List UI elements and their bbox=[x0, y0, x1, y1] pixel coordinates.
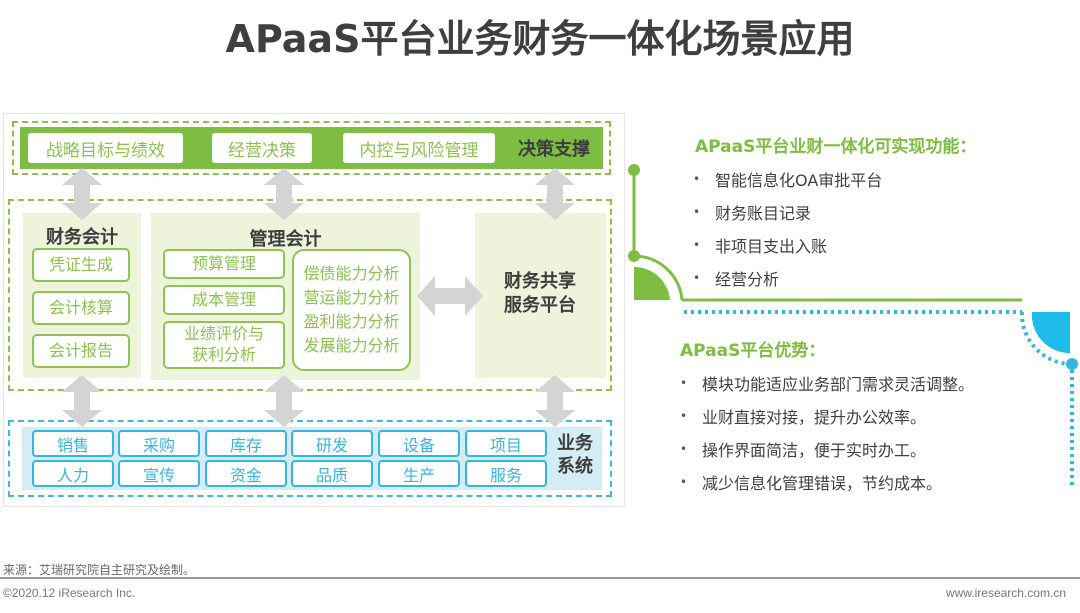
advantage-item-text: 模块功能适应业务部门需求灵活调整。 bbox=[702, 374, 975, 394]
biz-item-equipment: 设备 bbox=[378, 430, 460, 457]
ma-item-performance-line1: 业绩评价与 bbox=[183, 324, 264, 344]
ma-item-budget: 预算管理 bbox=[163, 249, 285, 279]
bullet-icon: • bbox=[680, 375, 688, 390]
business-system-label-line1: 业务 bbox=[557, 433, 593, 454]
decision-layer-border bbox=[12, 121, 611, 175]
analysis-operation: 营运能力分析 bbox=[303, 288, 400, 307]
biz-item-project: 项目 bbox=[465, 430, 547, 457]
shared-service-line1: 财务共享 bbox=[504, 271, 576, 292]
bullet-icon: • bbox=[693, 171, 701, 186]
advantage-item-text: 业财直接对接，提升办公效率。 bbox=[702, 407, 927, 427]
fa-item-report: 会计报告 bbox=[32, 334, 130, 368]
advantage-item: • 业财直接对接，提升办公效率。 bbox=[680, 399, 974, 432]
biz-item-inventory: 库存 bbox=[205, 430, 287, 457]
copyright: ©2020.12 iResearch Inc. bbox=[3, 586, 136, 600]
ma-analysis-box: 偿债能力分析 营运能力分析 盈利能力分析 发展能力分析 bbox=[292, 249, 411, 371]
biz-item-production: 生产 bbox=[378, 460, 460, 487]
functions-list: • 智能信息化OA审批平台 • 财务账目记录 • 非项目支出入账 • 经营分析 bbox=[693, 162, 882, 294]
bullet-icon: • bbox=[680, 474, 688, 489]
advantages-list: • 模块功能适应业务部门需求灵活调整。 • 业财直接对接，提升办公效率。 • 操作界面… bbox=[680, 366, 974, 498]
financial-accounting-title: 财务会计 bbox=[46, 227, 118, 248]
function-item: • 非项目支出入账 bbox=[693, 228, 882, 261]
decision-layer-label: 决策支撑 bbox=[518, 139, 590, 160]
biz-item-purchase: 采购 bbox=[118, 430, 200, 457]
advantage-item-text: 减少信息化管理错误，节约成本。 bbox=[702, 473, 943, 493]
advantage-item: • 模块功能适应业务部门需求灵活调整。 bbox=[680, 366, 974, 399]
function-item-text: 智能信息化OA审批平台 bbox=[715, 170, 883, 190]
footer-divider bbox=[0, 577, 1080, 579]
advantages-title: APaaS平台优势： bbox=[680, 341, 826, 361]
bullet-icon: • bbox=[693, 237, 701, 252]
double-arrow-vertical-icon bbox=[62, 375, 102, 427]
biz-item-service: 服务 bbox=[465, 460, 547, 487]
business-system-label: 业务 系统 bbox=[550, 432, 600, 479]
ma-item-performance: 业绩评价与 获利分析 bbox=[163, 321, 285, 369]
page-title: APaaS平台业务财务一体化场景应用 bbox=[225, 17, 855, 61]
management-accounting-title: 管理会计 bbox=[249, 229, 322, 250]
source-note: 来源：艾瑞研究院自主研究及绘制。 bbox=[3, 563, 196, 577]
bullet-icon: • bbox=[680, 441, 688, 456]
biz-item-sales: 销售 bbox=[32, 430, 114, 457]
business-layer-border bbox=[8, 420, 612, 497]
decision-item-strategy: 战略目标与绩效 bbox=[28, 133, 183, 163]
decision-item-operations: 经营决策 bbox=[212, 133, 312, 163]
ma-item-cost: 成本管理 bbox=[163, 285, 285, 315]
fa-item-accounting: 会计核算 bbox=[32, 291, 130, 325]
function-item: • 经营分析 bbox=[693, 261, 882, 294]
double-arrow-vertical-icon bbox=[264, 168, 304, 220]
function-item-text: 经营分析 bbox=[715, 269, 780, 289]
bullet-icon: • bbox=[693, 204, 701, 219]
decorative-connector-lines bbox=[628, 164, 1078, 485]
double-arrow-vertical-icon bbox=[535, 168, 575, 220]
accounting-layer-border bbox=[8, 199, 612, 391]
biz-item-quality: 品质 bbox=[291, 460, 373, 487]
functions-title: APaaS平台业财一体化可实现功能： bbox=[695, 137, 977, 157]
advantage-item: • 减少信息化管理错误，节约成本。 bbox=[680, 465, 974, 498]
shared-service-panel bbox=[475, 213, 606, 378]
double-arrow-horizontal-icon bbox=[417, 276, 483, 316]
decision-item-risk: 内控与风险管理 bbox=[343, 133, 495, 163]
biz-item-hr: 人力 bbox=[32, 460, 114, 487]
biz-item-funds: 资金 bbox=[205, 460, 287, 487]
advantage-item: • 操作界面简洁，便于实时办工。 bbox=[680, 432, 974, 465]
business-system-label-line2: 系统 bbox=[557, 456, 593, 478]
shared-service-line2: 服务平台 bbox=[504, 295, 576, 317]
double-arrow-vertical-icon bbox=[535, 375, 575, 427]
biz-item-publicity: 宣传 bbox=[118, 460, 200, 487]
advantage-item-text: 操作界面简洁，便于实时办工。 bbox=[702, 440, 927, 460]
double-arrow-vertical-icon bbox=[264, 375, 304, 427]
double-arrow-vertical-icon bbox=[62, 168, 102, 220]
function-item-text: 非项目支出入账 bbox=[715, 236, 828, 256]
ma-item-performance-line2: 获利分析 bbox=[191, 345, 256, 364]
function-item: • 智能信息化OA审批平台 bbox=[693, 162, 882, 195]
analysis-profitability: 盈利能力分析 bbox=[303, 312, 400, 331]
function-item-text: 财务账目记录 bbox=[715, 203, 812, 223]
analysis-development: 发展能力分析 bbox=[303, 336, 400, 355]
shared-service-label: 财务共享 服务平台 bbox=[475, 270, 605, 319]
analysis-solvency: 偿债能力分析 bbox=[303, 264, 400, 283]
function-item: • 财务账目记录 bbox=[693, 195, 882, 228]
bullet-icon: • bbox=[693, 270, 701, 285]
fa-item-voucher: 凭证生成 bbox=[32, 248, 130, 282]
website-link[interactable]: www.iresearch.com.cn bbox=[945, 586, 1066, 600]
biz-item-rnd: 研发 bbox=[291, 430, 373, 457]
bullet-icon: • bbox=[680, 408, 688, 423]
